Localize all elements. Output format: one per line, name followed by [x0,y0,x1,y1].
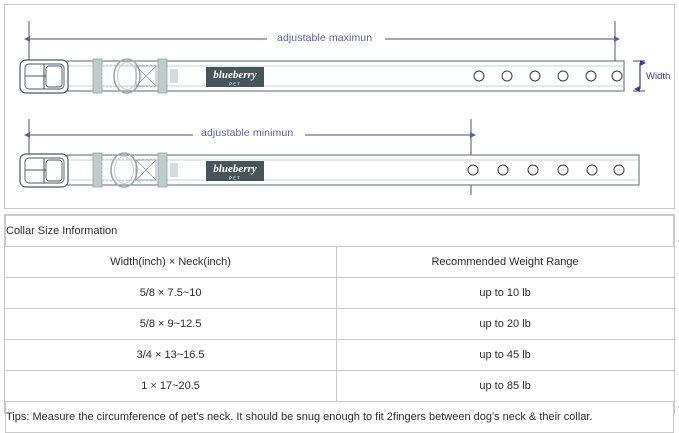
svg-text:blueberry: blueberry [213,163,257,175]
collar-diagram-panel: adjustable maximun adjustable minimun Wi… [4,4,675,209]
adjustable-maximum-label: adjustable maximun [277,32,373,44]
cell-weight: up to 20 lb [335,308,674,340]
table-row: 3/4 × 13~16.5 up to 45 lb [5,339,674,371]
measurement-tips: Tips: Measure the circumference of pet's… [5,401,674,433]
table-row: 5/8 × 7.5~10 up to 10 lb [5,277,674,309]
table-title-row: Collar Size Information [5,215,674,247]
cell-size: 5/8 × 9~12.5 [5,308,337,340]
collar-size-table-panel: Collar Size Information Width(inch) × Ne… [4,214,675,433]
width-dimension-label: Width [646,71,671,82]
collar-line-art: blueberry PET [19,21,646,195]
cell-size: 3/4 × 13~16.5 [5,339,337,371]
adjustable-minimum-label: adjustable minimun [201,127,294,139]
table-header-row: Width(inch) × Neck(inch) Recommended Wei… [5,246,674,278]
cell-size: 1 × 17~20.5 [5,370,337,402]
table-tips-row: Tips: Measure the circumference of pet's… [5,401,674,433]
svg-text:PET: PET [229,176,241,181]
cell-weight: up to 10 lb [335,277,674,309]
column-header-weight: Recommended Weight Range [335,246,674,278]
cell-weight: up to 85 lb [335,370,674,402]
collar-size-table: Collar Size Information Width(inch) × Ne… [5,215,674,433]
table-row: 1 × 17~20.5 up to 85 lb [5,370,674,402]
cell-size: 5/8 × 7.5~10 [5,277,337,309]
table-row: 5/8 × 9~12.5 up to 20 lb [5,308,674,340]
table-title: Collar Size Information [5,215,674,247]
svg-text:PET: PET [229,82,241,87]
size-chart-page: adjustable maximun adjustable minimun Wi… [4,4,675,433]
column-header-size: Width(inch) × Neck(inch) [5,246,337,278]
cell-weight: up to 45 lb [335,339,674,371]
collar-row-minimum: blueberry PET [19,119,640,195]
collar-row-maximum: blueberry PET [19,21,646,94]
svg-text:blueberry: blueberry [213,69,257,81]
